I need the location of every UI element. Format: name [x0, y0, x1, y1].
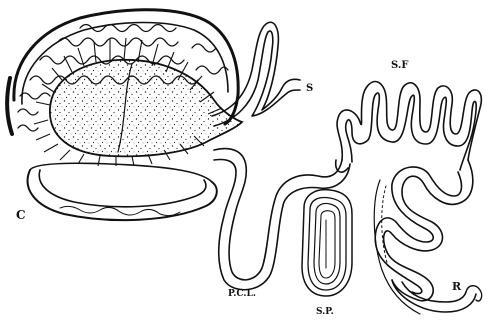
crescent-c: [28, 163, 217, 220]
spiral-sp: [302, 190, 352, 296]
coil-sf: [336, 82, 482, 173]
label-s: S: [306, 83, 313, 94]
coil-lower-right: [374, 160, 481, 314]
label-pcl: P.C.L.: [228, 289, 256, 299]
label-c: C: [16, 208, 26, 222]
label-sp: S.P.: [316, 307, 334, 317]
label-r: R: [452, 280, 462, 293]
label-sf: S.F: [391, 60, 408, 71]
descending-limb: [214, 149, 350, 290]
